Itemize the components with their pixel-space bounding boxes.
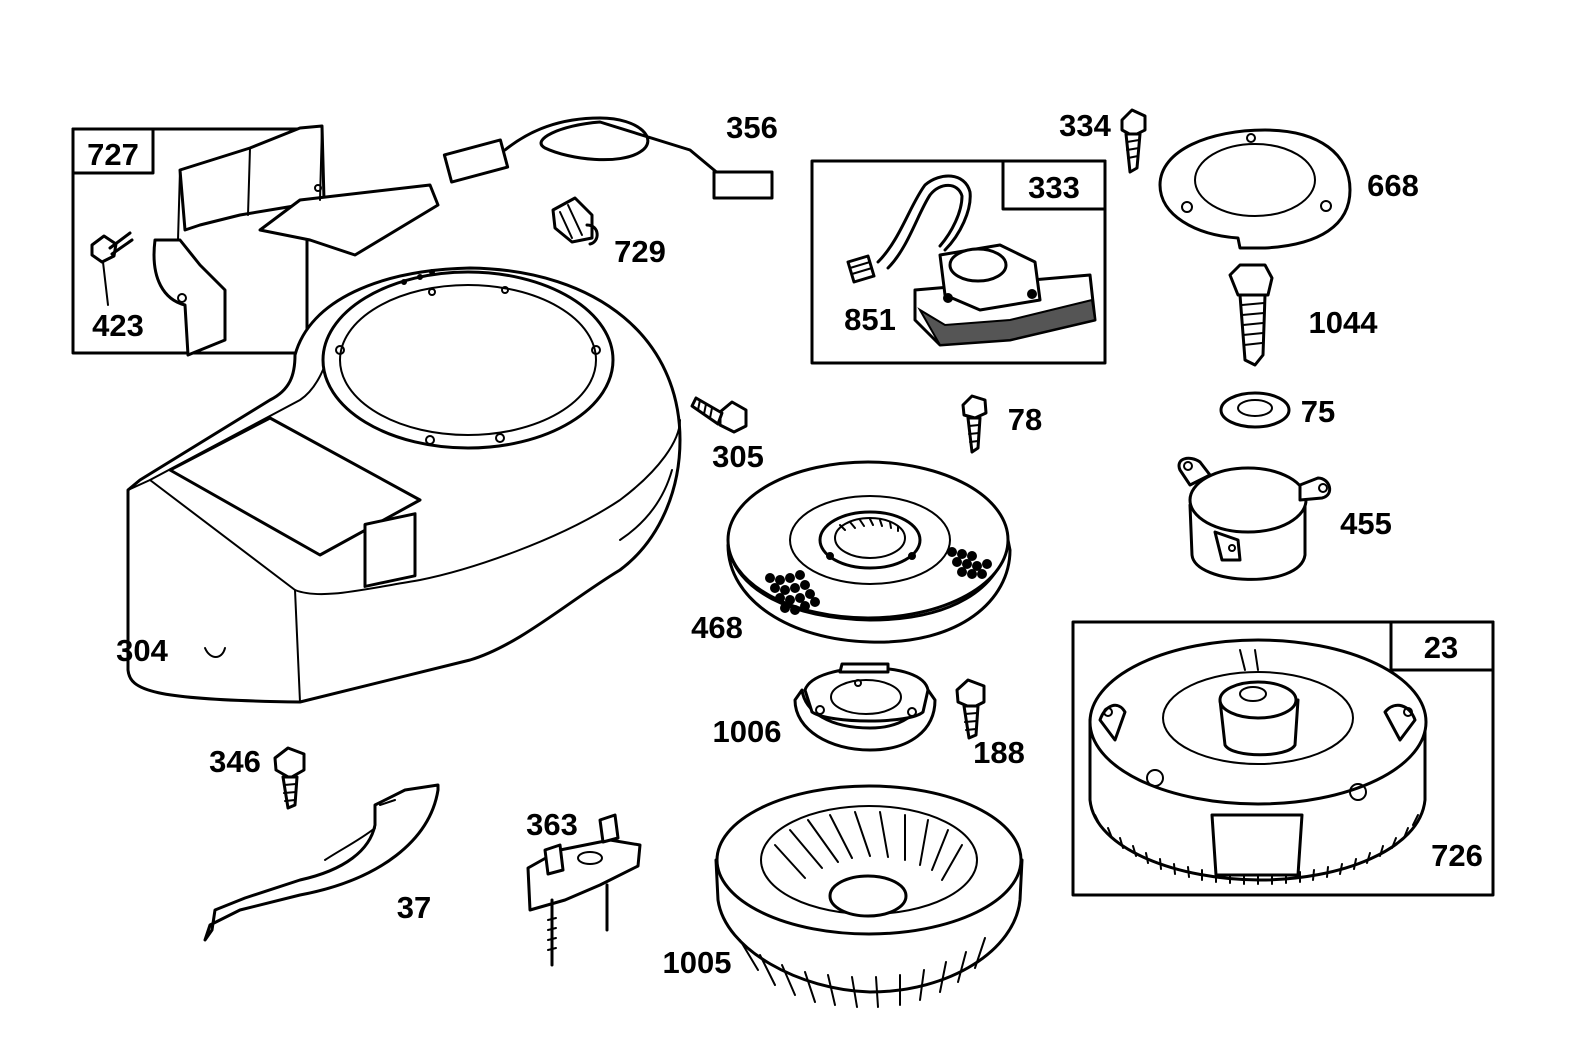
label-1044: 1044 [1309,305,1379,340]
part-75-washer [1219,391,1291,429]
box-label-23: 23 [1424,630,1458,665]
part-726-flywheel [1088,638,1428,885]
part-1005-fan [714,784,1024,1008]
part-455-cup [1177,456,1332,581]
label-75: 75 [1301,394,1335,429]
part-727-shroud [152,124,440,357]
label-729: 729 [614,234,666,269]
label-455: 455 [1340,506,1392,541]
label-423: 423 [92,308,144,343]
part-334-bolt [1120,108,1147,174]
part-333-armature [876,174,1097,347]
part-729-grommet [551,196,599,246]
label-668: 668 [1367,168,1419,203]
screen-mesh-right [947,547,992,579]
label-726: 726 [1431,838,1483,873]
part-305-bolt [690,396,748,434]
label-851: 851 [844,302,896,337]
label-37: 37 [397,890,431,925]
part-363-bracket [526,813,642,967]
label-334: 334 [1059,108,1111,143]
label-1006: 1006 [713,714,782,749]
label-305: 305 [712,439,764,474]
part-668-plate [1158,128,1352,250]
screen-mesh-left [765,570,820,615]
label-363: 363 [526,807,578,842]
label-1005: 1005 [663,945,732,980]
part-346-bolt [273,746,306,810]
part-37-baffle [203,783,440,942]
box-label-333: 333 [1028,170,1080,205]
part-1006-ring [793,662,937,752]
label-78: 78 [1008,402,1042,437]
label-346: 346 [209,744,261,779]
group-box-23: 23 [1071,620,1495,897]
label-468: 468 [691,610,743,645]
part-356-wire [442,116,774,200]
part-1044-screw [1228,263,1274,367]
label-188: 188 [973,735,1025,770]
label-356: 356 [726,110,778,145]
part-468-screen [726,460,1012,644]
part-851-terminal [846,254,876,284]
part-304-blower-housing [126,266,682,704]
part-188-bolt [955,678,986,740]
part-78-bolt [961,394,988,454]
label-304: 304 [116,633,168,668]
part-423-screw [90,231,134,306]
group-box-333: 333 [810,159,1107,365]
box-label-727: 727 [87,137,139,172]
